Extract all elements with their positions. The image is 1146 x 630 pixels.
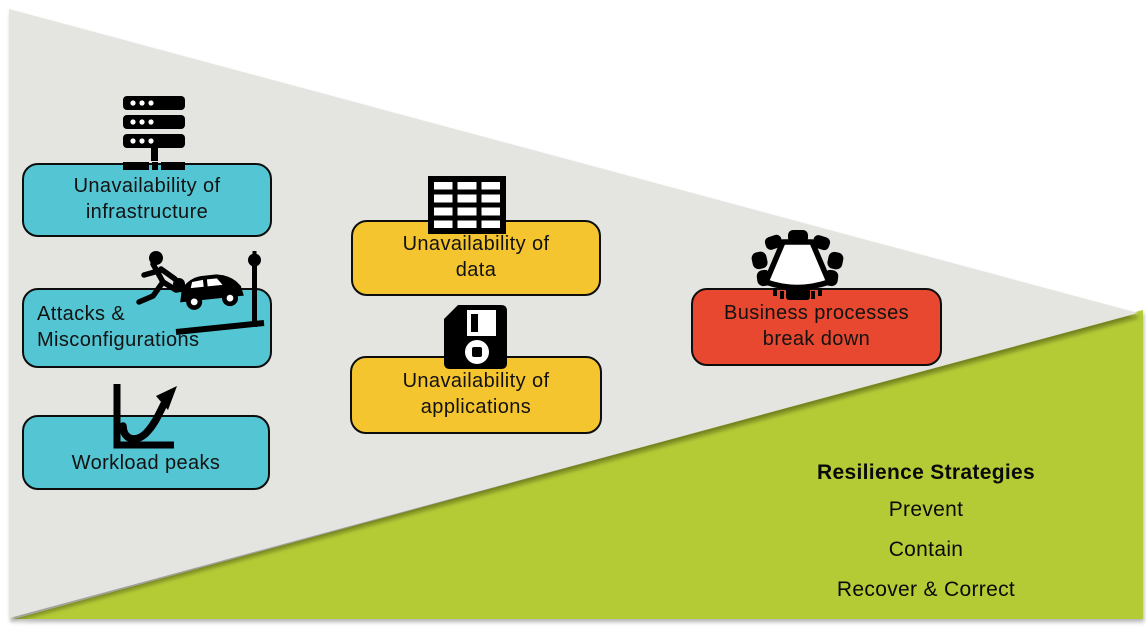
box-business-processes-break-down: Business processes break down: [691, 288, 942, 366]
box-label: Business processes break down: [723, 302, 910, 350]
meeting-table-icon: [749, 230, 846, 306]
box-label: Workload peaks: [71, 452, 221, 475]
box-label: Unavailability of infrastructure: [73, 175, 221, 223]
funnel-gray-triangle: [9, 9, 1138, 618]
server-stack-icon: [123, 96, 187, 172]
strategy-contain: Contain: [888, 538, 964, 561]
floppy-disk-icon: [444, 305, 507, 369]
box-unavailability-applications: Unavailability of applications: [350, 356, 602, 434]
resilience-strategies-block: Resilience Strategies Prevent Contain Re…: [770, 455, 1082, 610]
box-unavailability-infrastructure: Unavailability of infrastructure: [22, 163, 272, 237]
box-label: Unavailability of data: [402, 233, 550, 281]
resilience-strategies-title: Resilience Strategies: [817, 461, 1035, 484]
box-label: Unavailability of applications: [402, 370, 550, 418]
box-workload-peaks: Workload peaks: [22, 415, 270, 490]
car-crash-runner-icon: [130, 251, 266, 335]
data-table-icon: [428, 176, 506, 234]
workload-graph-icon: [106, 384, 182, 454]
strategy-prevent: Prevent: [888, 498, 964, 521]
box-label: Attacks & Misconfigurations: [37, 303, 200, 351]
strategy-recover-correct: Recover & Correct: [836, 578, 1016, 601]
